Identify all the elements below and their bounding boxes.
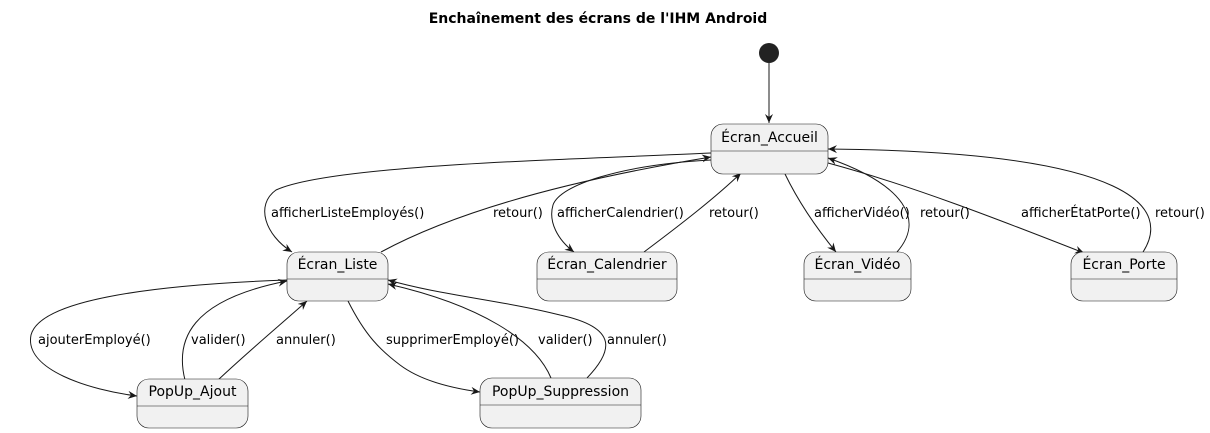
edge-supprimer-employe: [347, 300, 481, 395]
diagram-title: Enchaînement des écrans de l'IHM Android: [429, 11, 768, 27]
initial-state: [759, 43, 779, 63]
label-retour-porte: retour(): [1155, 206, 1205, 221]
edge-retour-porte: [827, 145, 1152, 253]
state-label: Écran_Calendrier: [547, 256, 667, 273]
label-afficher-video: afficherVidéo(): [814, 206, 910, 221]
edge-afficher-porte: [827, 162, 1085, 254]
state-label: Écran_Accueil: [721, 129, 818, 146]
edge-afficher-calendrier: [551, 159, 712, 253]
state-ecran-video: Écran_Vidéo: [803, 251, 912, 302]
label-ajouter-employe: ajouterEmployé(): [38, 333, 151, 348]
edge-valider-suppression: [387, 282, 552, 379]
state-ecran-porte: Écran_Porte: [1070, 251, 1178, 302]
edge-valider-ajout: [181, 278, 288, 381]
state-popup-ajout: PopUp_Ajout: [136, 378, 249, 429]
edge-retour-liste: [380, 154, 712, 253]
edge-annuler-ajout: [217, 300, 308, 381]
label-retour-liste: retour(): [493, 206, 543, 221]
state-label: Écran_Liste: [298, 256, 378, 273]
transitions: [30, 63, 1152, 399]
label-afficher-calendrier: afficherCalendrier(): [557, 206, 684, 221]
label-annuler-suppression: annuler(): [607, 333, 667, 348]
edge-retour-calendrier: [643, 172, 742, 253]
state-label: Écran_Porte: [1082, 256, 1165, 273]
state-label: Écran_Vidéo: [815, 256, 901, 273]
state-popup-suppression: PopUp_Suppression: [479, 377, 642, 429]
edge-retour-video: [827, 157, 910, 253]
state-ecran-accueil: Écran_Accueil: [710, 123, 829, 175]
edge-ajouter-employe: [30, 279, 288, 399]
label-afficher-porte: afficherÉtatPorte(): [1021, 205, 1141, 221]
edge-annuler-suppression: [387, 278, 607, 379]
state-label: PopUp_Ajout: [149, 384, 237, 400]
label-valider-suppression: valider(): [538, 333, 593, 348]
label-supprimer-employe: supprimerEmployé(): [386, 333, 519, 348]
state-ecran-calendrier: Écran_Calendrier: [536, 251, 678, 302]
label-annuler-ajout: annuler(): [276, 333, 336, 348]
label-retour-calendrier: retour(): [709, 206, 759, 221]
edge-afficher-video: [784, 173, 837, 253]
state-ecran-liste: Écran_Liste: [286, 251, 389, 302]
label-valider-ajout: valider(): [191, 333, 246, 348]
state-label: PopUp_Suppression: [492, 384, 629, 400]
edge-afficher-liste: [264, 152, 712, 253]
label-afficher-liste: afficherListeEmployés(): [271, 206, 424, 221]
transition-labels: afficherListeEmployés() retour() affiche…: [38, 205, 1205, 348]
label-retour-video: retour(): [920, 206, 970, 221]
